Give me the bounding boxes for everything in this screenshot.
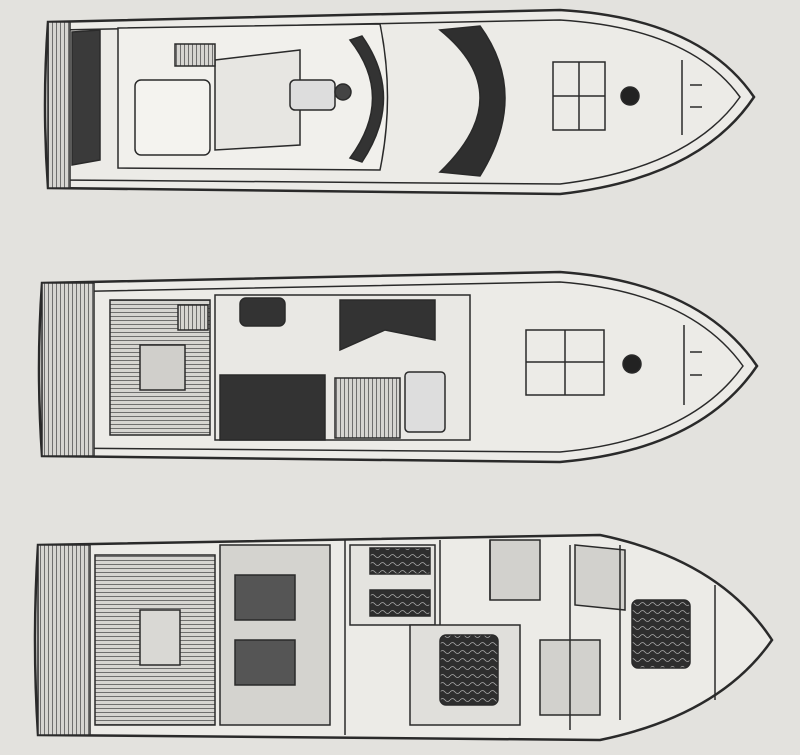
owner-bed <box>439 634 499 706</box>
lower-deck-view <box>33 533 774 742</box>
stern-dark-band <box>71 29 101 166</box>
fwd-sofa <box>339 299 436 352</box>
vip-bed <box>631 599 691 669</box>
hatch-grid <box>526 330 604 395</box>
bow-cleats <box>683 325 702 405</box>
windscreen-arc <box>438 25 506 177</box>
head-2 <box>574 544 626 611</box>
deck-edge <box>57 19 741 185</box>
swim-platform <box>41 282 95 457</box>
bulkheads <box>344 540 716 735</box>
swim-platform <box>37 544 91 736</box>
helm-wheel <box>334 83 352 101</box>
helm-seats <box>404 371 446 433</box>
head-1 <box>489 539 541 601</box>
console-arc <box>348 35 385 163</box>
engines <box>234 574 296 686</box>
flybridge-view <box>43 8 756 196</box>
stairs <box>174 43 216 67</box>
deck-edge <box>51 281 744 453</box>
bunk-1 <box>369 547 431 575</box>
galley-floor <box>334 377 401 439</box>
anchor-hatch <box>620 86 640 106</box>
bunk-2 <box>369 589 431 617</box>
main-deck-view <box>37 270 759 464</box>
engine-room <box>219 544 331 726</box>
sunpad <box>134 79 211 156</box>
stairs <box>177 304 209 331</box>
helm-seat <box>289 79 336 111</box>
anchor-hatch <box>622 354 642 374</box>
bow-cleats <box>681 60 702 135</box>
hatch-grid <box>553 62 605 130</box>
side-seat <box>239 297 286 327</box>
lounge-seat <box>214 49 301 151</box>
cockpit-table <box>139 609 181 666</box>
aft-sofa <box>219 374 326 441</box>
swim-platform <box>47 21 71 189</box>
cockpit-table <box>139 344 186 391</box>
